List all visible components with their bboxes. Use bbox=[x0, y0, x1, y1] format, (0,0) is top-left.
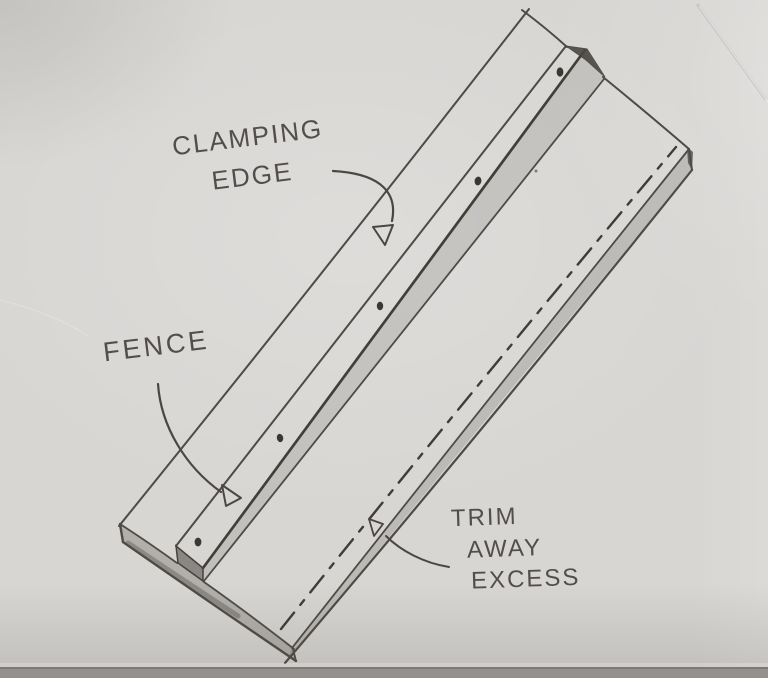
label-trim-line2: AWAY bbox=[466, 533, 543, 564]
base-board bbox=[118, 8, 694, 665]
table-surface bbox=[0, 667, 768, 678]
paper-edge-highlight bbox=[0, 663, 768, 667]
base-near-corner-right bbox=[292, 648, 297, 662]
base-near-end-bottom-edge bbox=[121, 540, 298, 663]
screw-dot bbox=[556, 67, 564, 77]
crease-highlight bbox=[698, 5, 768, 103]
photo-bottom-edge bbox=[0, 663, 768, 678]
base-far-corner-edge bbox=[688, 148, 693, 171]
base-side-face bbox=[287, 149, 692, 661]
base-near-corner-edge bbox=[118, 522, 125, 544]
paper-creases bbox=[0, 3, 768, 337]
base-end-shading bbox=[125, 540, 241, 619]
screw-dot bbox=[276, 433, 284, 443]
fence-right-top-edge bbox=[201, 48, 587, 570]
fence-end-face bbox=[175, 544, 204, 583]
base-far-end-edge-left bbox=[521, 9, 568, 48]
base-near-end-top-edge-b bbox=[203, 581, 295, 650]
base-end-face bbox=[120, 524, 296, 661]
trim-arrow bbox=[385, 535, 450, 568]
fence-right-bottom-edge bbox=[203, 78, 605, 582]
paper-edge-shadow bbox=[0, 667, 768, 669]
screw-dot bbox=[474, 176, 482, 186]
crease-line bbox=[695, 3, 768, 101]
trim-arrowhead bbox=[368, 518, 384, 537]
annotation-arrows bbox=[156, 169, 450, 568]
clamping-edge-arrowhead bbox=[372, 224, 394, 246]
fence-arrow bbox=[156, 382, 223, 494]
label-trim-line1: TRIM bbox=[450, 502, 519, 533]
screw-dot bbox=[194, 537, 202, 547]
base-bottom-edge bbox=[283, 168, 694, 665]
base-left-edge bbox=[118, 8, 530, 527]
base-far-end-edge-right bbox=[602, 76, 690, 150]
base-near-end-top-edge-a bbox=[119, 523, 178, 564]
crease-left bbox=[0, 299, 89, 337]
fence-left-edge bbox=[175, 45, 567, 547]
label-trim-line3: EXCESS bbox=[470, 564, 581, 595]
fence-far-end-face bbox=[565, 45, 606, 78]
base-right-edge bbox=[291, 148, 690, 649]
screw-dot bbox=[376, 301, 384, 311]
pencil-speck bbox=[534, 169, 538, 173]
cut-line bbox=[279, 145, 678, 631]
fence-board bbox=[175, 45, 606, 583]
label-trim-away-excess: TRIM AWAY EXCESS bbox=[450, 499, 581, 598]
clamping-edge-arrow bbox=[331, 169, 395, 223]
fence-side-face bbox=[203, 50, 604, 581]
fence-arrowhead bbox=[221, 484, 242, 507]
